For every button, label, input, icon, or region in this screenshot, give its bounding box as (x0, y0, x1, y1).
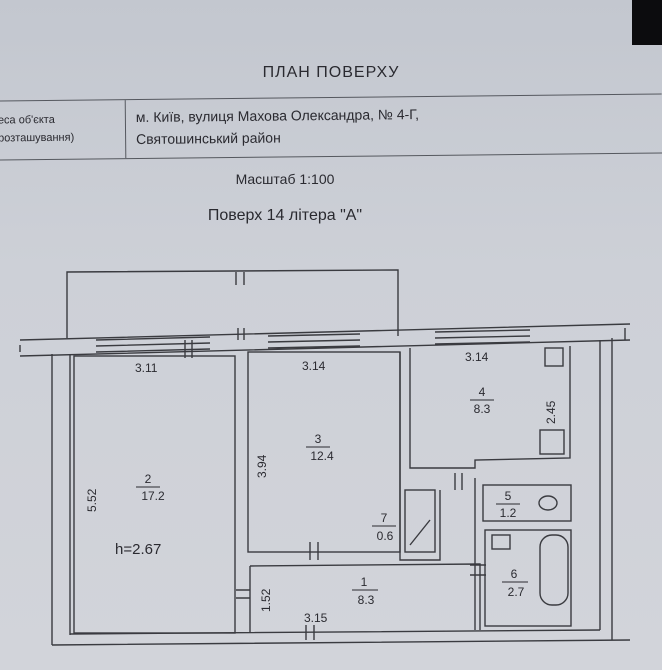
room-6-outline (484, 529, 572, 627)
room-2-area: 17.2 (141, 489, 165, 503)
balcony-mark (235, 272, 245, 285)
room-5-number: 5 (505, 489, 512, 503)
room-4-outline (409, 346, 571, 469)
room-7-outline (404, 489, 436, 553)
bathroom-sink-icon (491, 534, 511, 550)
room-3-area: 12.4 (310, 449, 334, 463)
dim-room1-width: 3.15 (304, 611, 328, 625)
scale-label: Масштаб 1:100 (235, 171, 335, 187)
document-title: ПЛАН ПОВЕРХУ (262, 64, 400, 81)
room-4-area: 8.3 (474, 402, 491, 416)
room-5-area: 1.2 (500, 506, 517, 520)
room-1-number: 1 (361, 575, 368, 589)
room-2-number: 2 (145, 472, 152, 486)
photo-dark-corner (632, 0, 662, 45)
ceiling-height: h=2.67 (115, 541, 161, 558)
room-7-area: 0.6 (377, 529, 394, 543)
outer-wall-right (599, 338, 613, 640)
toilet-icon (538, 495, 558, 511)
room-6-number: 6 (511, 567, 518, 581)
window-room4 (434, 329, 531, 345)
dim-room2-width: 3.11 (135, 361, 158, 375)
room-1-outline (249, 563, 481, 632)
window-room2 (95, 336, 211, 353)
room-7-number: 7 (381, 511, 388, 525)
room-2-outline (73, 355, 236, 634)
room-4-number: 4 (479, 385, 486, 399)
door-room7 (409, 519, 431, 546)
outer-wall-left (51, 354, 71, 645)
room-1-area: 8.3 (358, 593, 375, 607)
outer-wall-bottom (51, 629, 631, 646)
bathtub-icon (539, 534, 569, 606)
dim-room2-length: 5.52 (85, 488, 99, 512)
internal-wall (399, 352, 476, 630)
window-room3 (267, 333, 361, 349)
floor-label: Поверх 14 літера "А" (207, 207, 363, 224)
area-fraction-lines (136, 399, 528, 591)
balcony (66, 269, 399, 338)
sink-kitchen-icon (544, 347, 564, 367)
stove-icon (539, 429, 565, 455)
dim-room4-width: 3.14 (465, 350, 489, 364)
door-marks (19, 328, 626, 640)
dim-room3-length: 3.94 (255, 454, 269, 478)
dim-room4-length: 2.45 (544, 400, 558, 424)
room-6-area: 2.7 (508, 585, 525, 599)
dim-room1-length: 1.52 (259, 588, 273, 612)
dim-room3-width: 3.14 (302, 359, 326, 373)
room-3-number: 3 (315, 432, 322, 446)
room-5-outline (482, 484, 572, 522)
